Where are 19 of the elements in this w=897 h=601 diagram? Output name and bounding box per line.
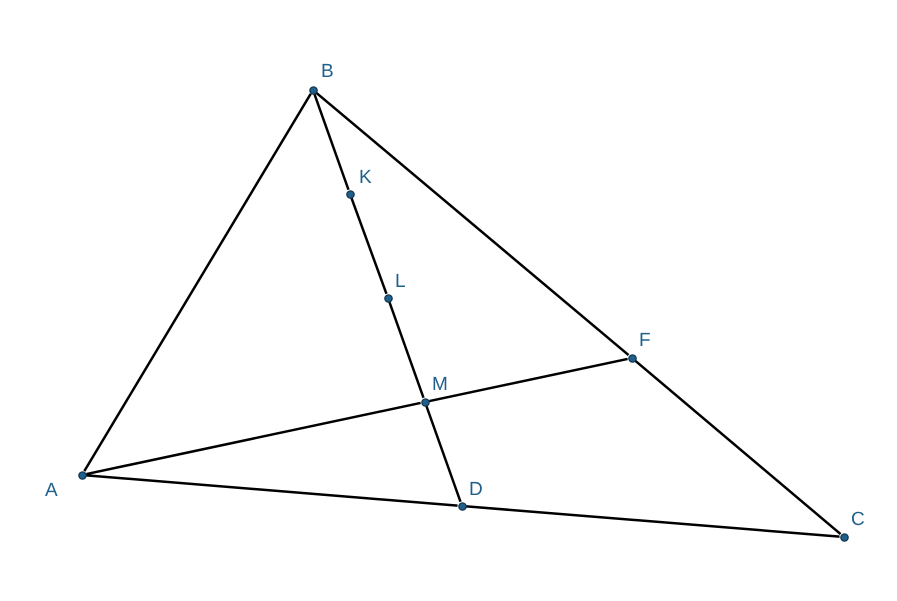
line-segment bbox=[313, 94, 350, 190]
line-segment bbox=[86, 474, 458, 507]
line-segment bbox=[425, 406, 462, 502]
line-segment bbox=[350, 198, 388, 294]
point-label: B bbox=[321, 62, 334, 82]
point-label: K bbox=[359, 168, 372, 188]
line-segment bbox=[86, 402, 421, 476]
line-segment bbox=[634, 360, 842, 536]
point-label: C bbox=[851, 510, 865, 530]
point-label: D bbox=[469, 480, 483, 500]
point-label: A bbox=[45, 481, 58, 501]
line-segment bbox=[83, 93, 312, 472]
line-segment bbox=[388, 302, 425, 398]
line-segment bbox=[466, 505, 840, 538]
point-label: M bbox=[432, 375, 448, 395]
point-label: L bbox=[395, 272, 406, 292]
point-label: F bbox=[639, 331, 651, 351]
line-segment bbox=[429, 358, 628, 402]
line-segment bbox=[316, 92, 630, 356]
